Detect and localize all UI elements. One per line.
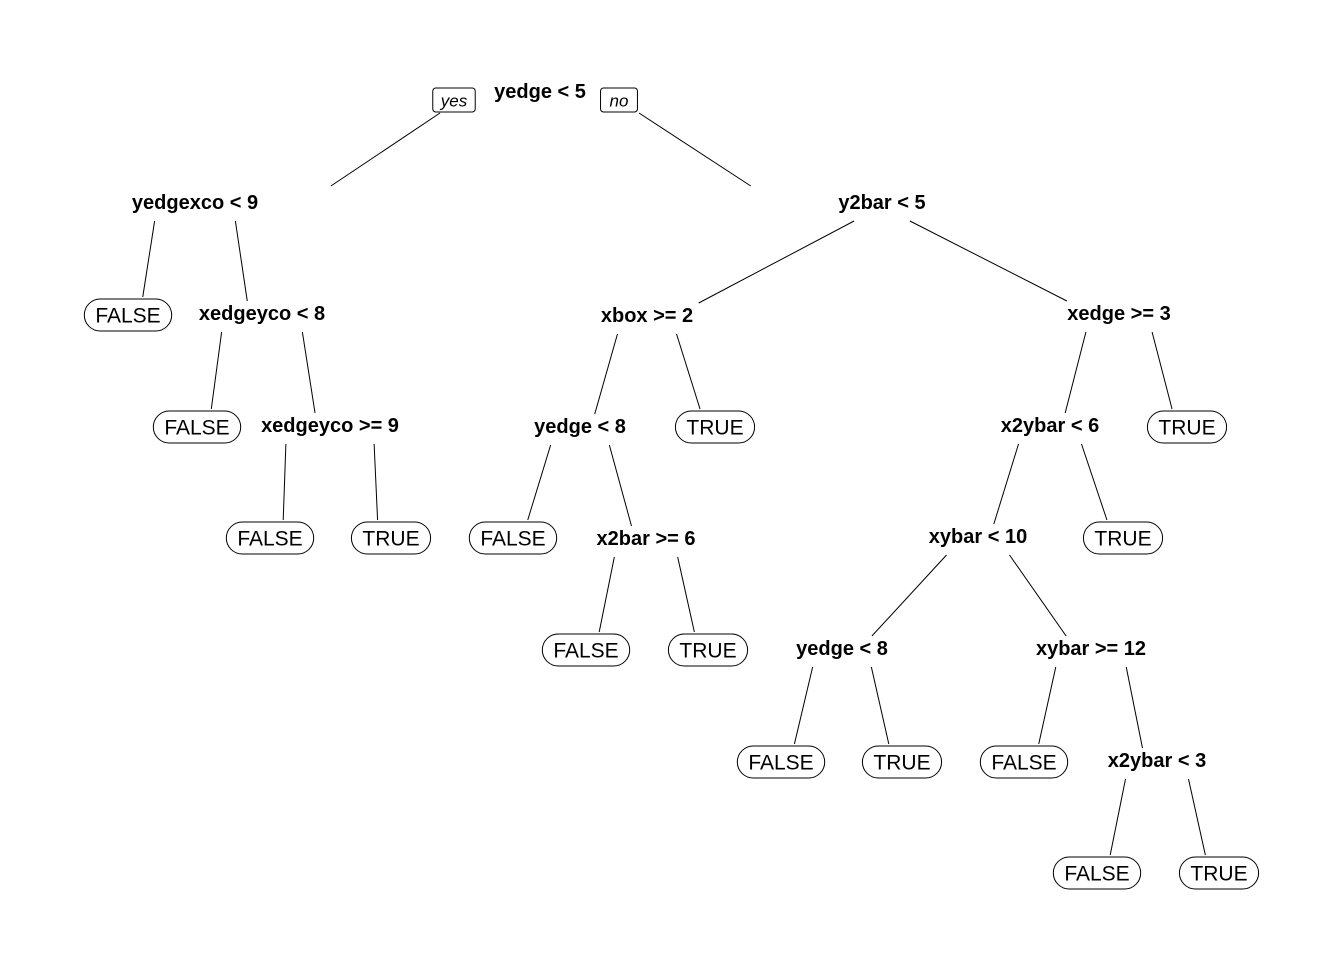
tree-edges xyxy=(142,112,1206,856)
split-node-xedgeyco-lt-8: xedgeyco < 8 xyxy=(199,303,325,325)
leaf-node-outline xyxy=(674,410,756,444)
leaf-node-outline xyxy=(1082,521,1164,555)
leaf-node-outline xyxy=(468,521,558,555)
leaf-false-label: FALSE xyxy=(164,417,229,440)
edge-left xyxy=(210,331,223,410)
leaf-true-label: TRUE xyxy=(1158,417,1215,440)
split-node-xybar-lt-10: xybar < 10 xyxy=(929,526,1027,548)
edge-left xyxy=(1109,778,1126,856)
split-node-yedge-lt-8: yedge < 8 xyxy=(534,416,626,438)
split-node-x2bar-ge-6: x2bar >= 6 xyxy=(597,528,696,550)
leaf-true-label: TRUE xyxy=(686,417,743,440)
edge-left xyxy=(598,556,615,633)
leaf-node-outline xyxy=(979,745,1069,779)
edge-right xyxy=(676,333,701,410)
edge-right xyxy=(870,666,890,745)
edge-right xyxy=(1081,443,1108,521)
edge-left xyxy=(142,220,156,298)
leaf-false-label: FALSE xyxy=(1064,863,1129,886)
leaf-false-label: FALSE xyxy=(991,752,1056,775)
edge-no xyxy=(638,112,752,187)
leaf-false-label: FALSE xyxy=(553,640,618,663)
split-node-xybar-ge-12: xybar >= 12 xyxy=(1036,638,1146,660)
leaf-node-outline xyxy=(225,521,315,555)
leaf-false-label: FALSE xyxy=(95,305,160,328)
edge-left xyxy=(993,443,1019,525)
edge-left xyxy=(698,220,855,304)
edge-right xyxy=(1009,554,1067,637)
leaf-false-label: FALSE xyxy=(480,528,545,551)
split-node-xedge-ge-3: xedge >= 3 xyxy=(1067,303,1170,325)
edge-left xyxy=(594,333,618,415)
edge-left xyxy=(871,554,947,637)
edge-right xyxy=(234,220,248,302)
split-node-xedgeyco-ge-9: xedgeyco >= 9 xyxy=(261,415,399,437)
tree-nodes: yedge < 5 yedgexco < 9 FALSE xedgeyco < 8 FA… xyxy=(83,81,1260,890)
split-node-yedge-lt-5: yedge < 5 xyxy=(494,81,586,103)
edge-right xyxy=(909,220,1068,302)
split-node-x2ybar-lt-6: x2ybar < 6 xyxy=(1001,415,1099,437)
leaf-node-outline xyxy=(541,633,631,667)
leaf-node-outline xyxy=(350,521,432,555)
leaf-node-outline xyxy=(667,633,749,667)
edge-left xyxy=(793,666,814,745)
edge-right xyxy=(301,331,316,414)
edge-right xyxy=(1188,778,1206,856)
edge-yes xyxy=(330,112,441,187)
no-label-box xyxy=(600,87,638,113)
leaf-node-outline xyxy=(83,298,173,332)
edge-right xyxy=(677,556,695,633)
edge-left xyxy=(1064,331,1087,414)
split-node-xbox-ge-2: xbox >= 2 xyxy=(601,305,693,327)
edge-left xyxy=(1038,666,1057,745)
yes-label-box xyxy=(432,87,476,113)
leaf-node-outline xyxy=(1146,410,1228,444)
leaf-true-label: TRUE xyxy=(1190,863,1247,886)
leaf-false-label: FALSE xyxy=(237,528,302,551)
edge-right xyxy=(373,443,379,521)
leaf-true-label: TRUE xyxy=(1094,528,1151,551)
leaf-node-outline xyxy=(1178,856,1260,890)
edge-left xyxy=(282,443,287,521)
leaf-node-outline xyxy=(1052,856,1142,890)
edge-left xyxy=(527,444,552,521)
edge-right xyxy=(608,444,632,527)
leaf-node-outline xyxy=(861,745,943,779)
leaf-true-label: TRUE xyxy=(679,640,736,663)
split-node-y2bar-lt-5: y2bar < 5 xyxy=(838,192,925,214)
split-node-x2ybar-lt-3: x2ybar < 3 xyxy=(1108,750,1206,772)
edge-right xyxy=(1151,331,1173,410)
leaf-true-label: TRUE xyxy=(362,528,419,551)
yes-label: yes xyxy=(440,92,468,111)
split-node-yedge-lt-8: yedge < 8 xyxy=(796,638,888,660)
leaf-false-label: FALSE xyxy=(748,752,813,775)
leaf-true-label: TRUE xyxy=(873,752,930,775)
no-label: no xyxy=(610,92,629,111)
split-node-yedgexco-lt-9: yedgexco < 9 xyxy=(132,192,258,214)
leaf-node-outline xyxy=(736,745,826,779)
edge-right xyxy=(1125,666,1143,749)
leaf-node-outline xyxy=(152,410,242,444)
